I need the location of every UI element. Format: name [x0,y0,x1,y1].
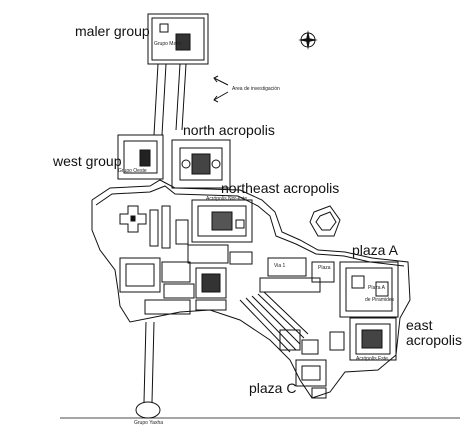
cross-temple [119,205,147,233]
small-label-plaza-a: Plaza A [368,285,385,291]
small-label-grupo-oeste: Grupo Oeste [118,168,147,174]
stepped-terraces [239,291,309,353]
label-northeast-acropolis: northeast acropolis [221,180,340,196]
small-label-acropolis-este: Acrópolis Este [356,356,388,362]
label-plaza-c: plaza C [249,380,297,396]
north-acropolis-structures [171,139,231,189]
central-ranges [149,205,253,265]
southwest-blocks [119,257,227,315]
compass-rose-icon [298,30,318,50]
central-platform [91,179,411,399]
small-label-grupo-maler: Grupo Maler [154,41,182,47]
label-east: east [406,317,433,333]
label-plaza-a: plaza A [352,242,398,258]
label-west-group: west group [53,153,122,169]
northeast-pyramid [309,205,341,237]
label-acropolis: acropolis [406,332,463,348]
plaza-a-complex [259,257,399,318]
small-label-plaza: Plaza [318,265,331,271]
label-north-acropolis: north acropolis [183,122,275,138]
small-label-acropolis-noreste: Acrópolis Nor-este [206,196,248,202]
south-causeway [135,321,161,419]
maler-causeway [153,63,187,136]
label-maler-group: maler group [75,23,150,39]
west-group-structures [117,134,164,180]
small-label-piramides: de Piramides [365,297,395,303]
plaza-c-structures [279,329,327,399]
small-label-area-investigacion: Area de investigación [232,86,280,92]
direction-arrows-icon [213,75,229,103]
small-label-grupo-yaxha: Grupo Yaxha [134,420,164,426]
maler-group-compound [147,13,209,65]
east-acropolis-structures [329,317,397,361]
small-label-via-1: Via 1 [274,263,286,269]
northeast-acropolis-structures [191,199,253,243]
